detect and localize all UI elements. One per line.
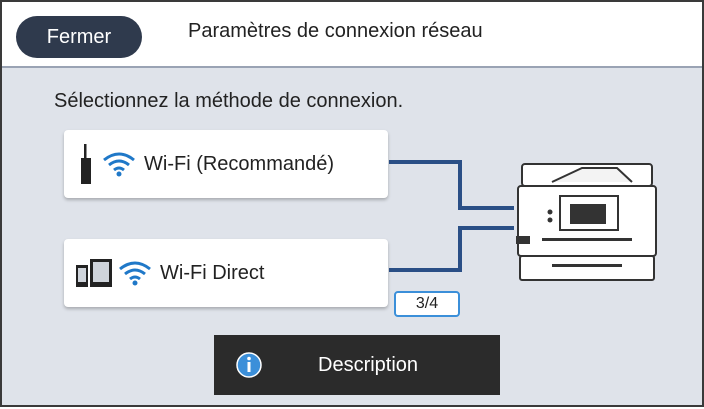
wifi-direct-option-label: Wi-Fi Direct [160,261,265,284]
info-icon [236,352,262,378]
printer-icon [516,163,657,281]
wifi-direct-option-button[interactable]: Wi-Fi Direct [64,239,388,307]
wifi-icon [102,151,136,177]
devices-icon [76,257,114,289]
connector-line-direct [389,226,514,272]
router-icon [78,144,96,184]
close-button[interactable]: Fermer [16,16,142,58]
wifi-option-button[interactable]: Wi-Fi (Recommandé) [64,130,388,198]
wifi-option-label: Wi-Fi (Recommandé) [144,152,335,175]
description-label: Description [318,353,419,376]
page-indicator: 3/4 [394,291,460,317]
connector-line-wifi [389,160,514,210]
header-bar: Fermer Paramètres de connexion réseau [2,2,702,68]
description-button[interactable]: Description [214,335,500,395]
instruction-text: Sélectionnez la méthode de connexion. [54,90,404,112]
wifi-icon [118,260,152,286]
page-title: Paramètres de connexion réseau [188,20,483,42]
